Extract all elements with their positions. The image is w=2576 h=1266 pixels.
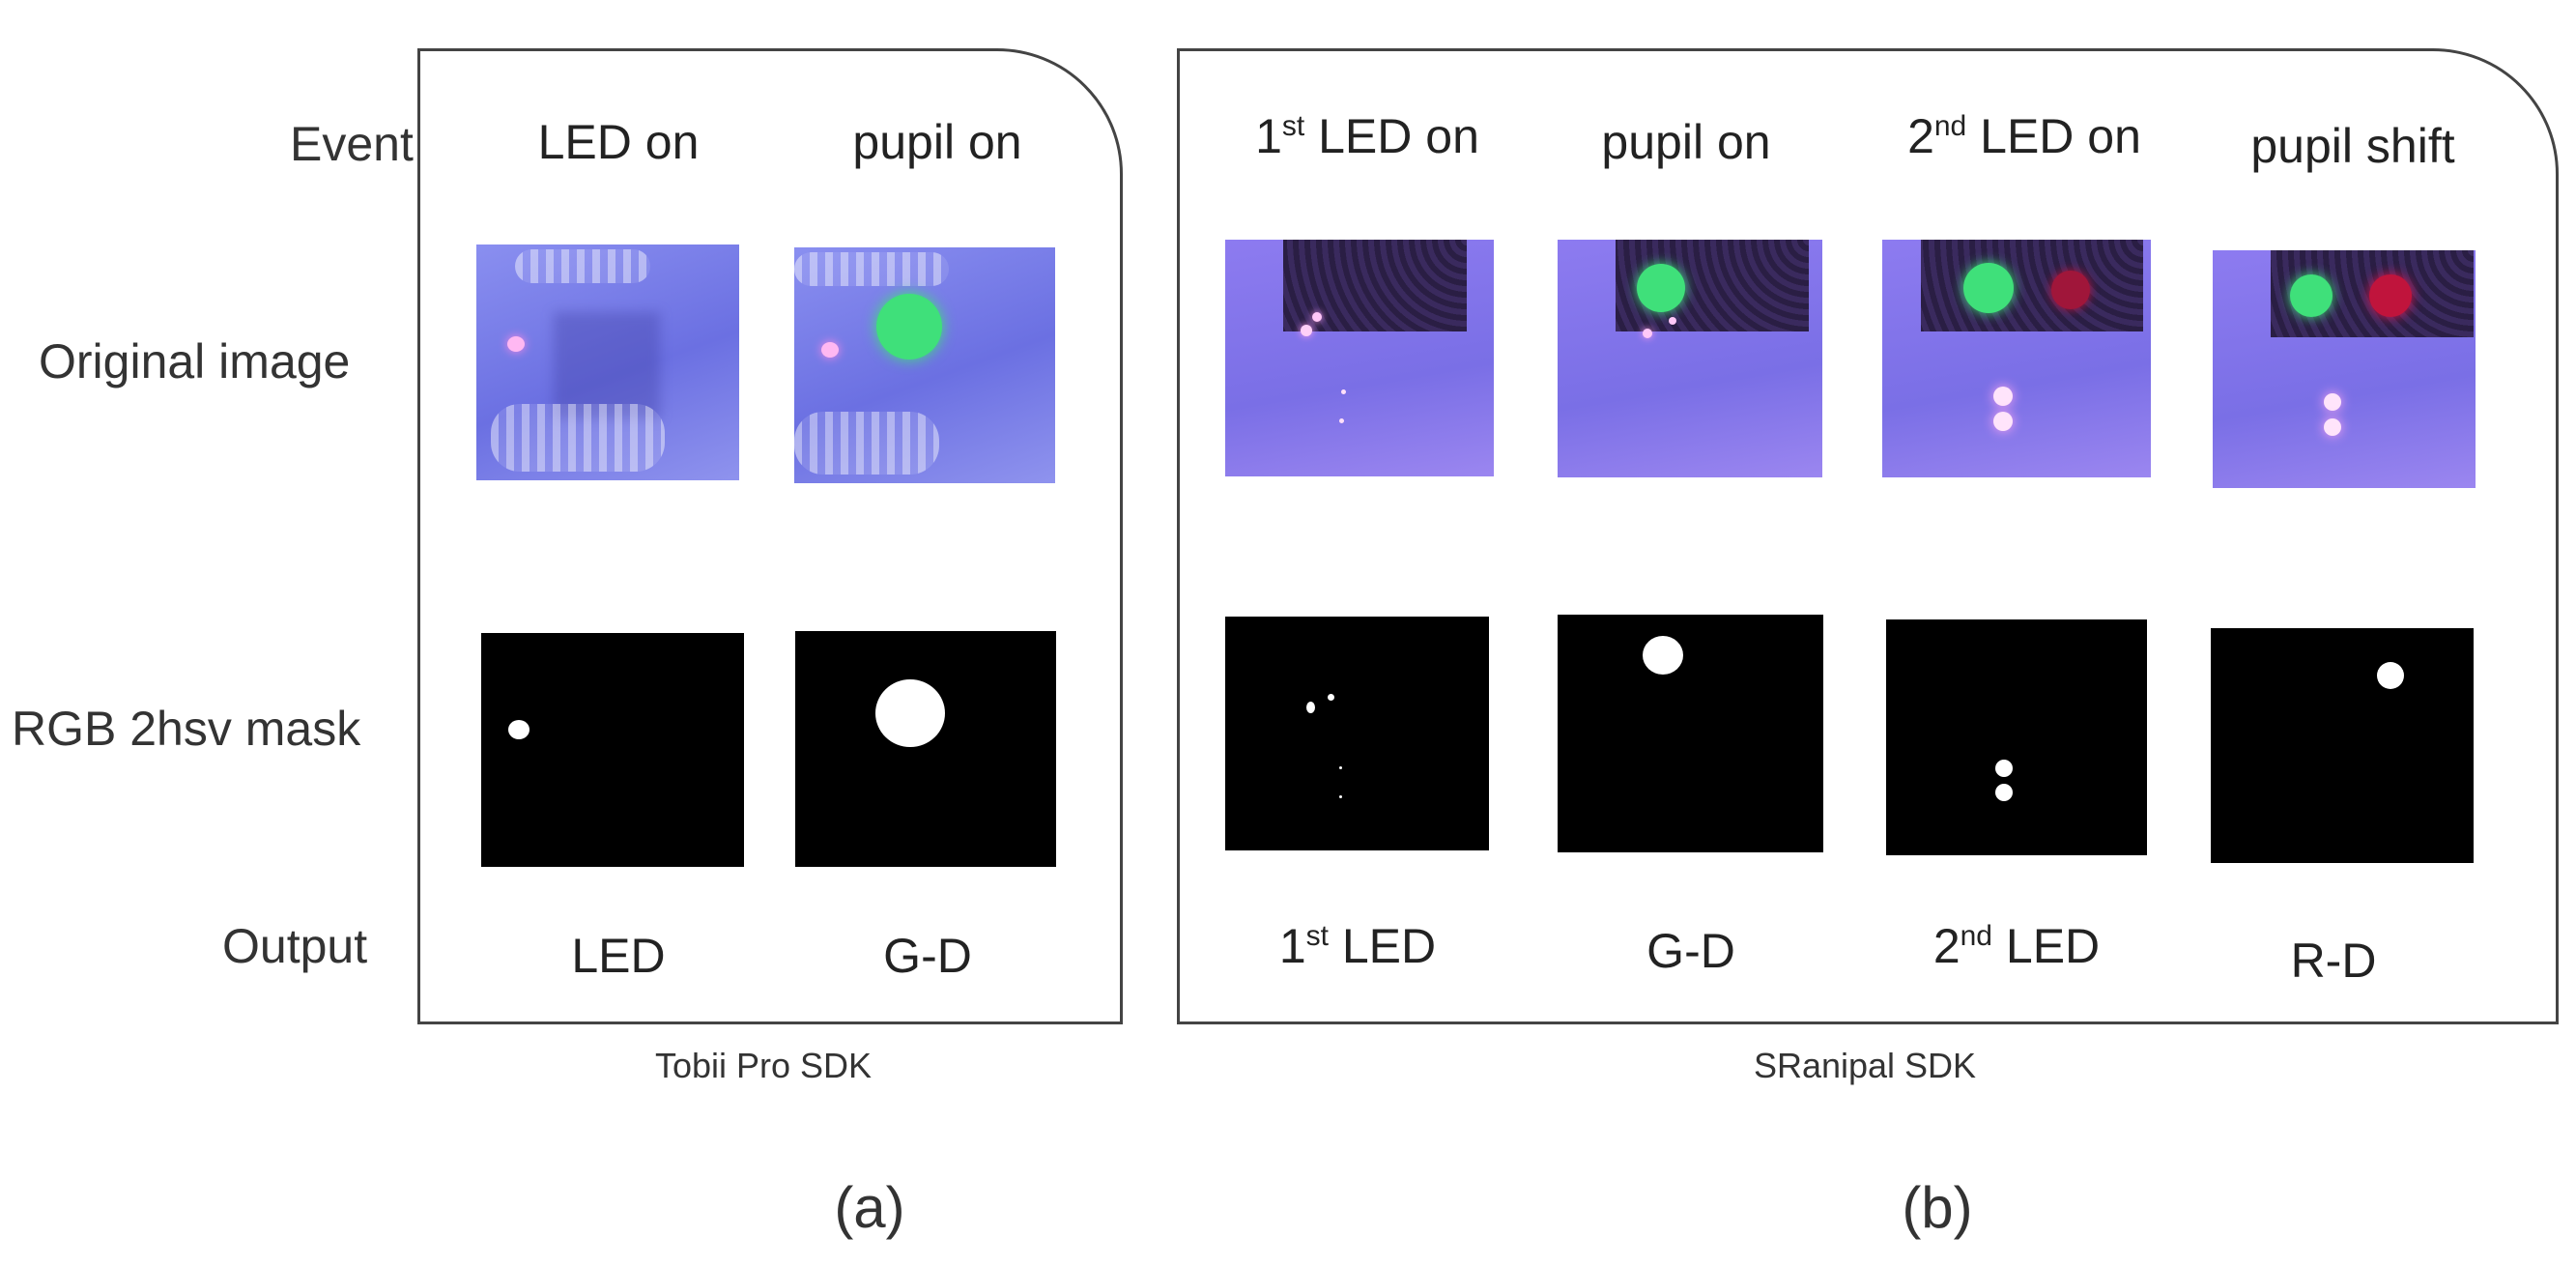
event-b-3: pupil shift (2250, 119, 2455, 173)
event-a-1: pupil on (852, 115, 1022, 169)
output-b-3: R-D (2290, 934, 2377, 988)
green-pupil (1637, 264, 1685, 312)
red-pupil (2051, 271, 2090, 309)
original-image-a-pupil (794, 247, 1055, 483)
original-image-b-pupil-shift (2213, 250, 2476, 488)
event-a-0: LED on (537, 115, 700, 169)
output-a-1: G-D (883, 929, 972, 983)
original-image-b-1st-led (1225, 240, 1494, 476)
led-dot (507, 336, 525, 352)
subfigure-label-b: (b) (1902, 1175, 1973, 1240)
original-image-a-led (476, 245, 739, 480)
original-image-b-2nd-led (1882, 240, 2151, 477)
sdk-label-a: Tobii Pro SDK (654, 1046, 873, 1085)
mask-b-pupil-on (1558, 615, 1823, 852)
green-pupil (876, 294, 942, 360)
event-b-2: 2nd LED on (1907, 109, 2141, 163)
mask-a-pupil (795, 631, 1056, 867)
row-label-mask: RGB 2hsv mask (12, 702, 361, 756)
event-b-0: 1st LED on (1255, 109, 1479, 163)
row-label-original: Original image (39, 334, 351, 388)
mask-b-pupil-shift (2211, 628, 2474, 863)
row-label-event: Event (290, 117, 414, 171)
subfigure-label-a: (a) (834, 1175, 905, 1240)
sdk-label-b: SRanipal SDK (1753, 1046, 1977, 1085)
row-label-output: Output (222, 919, 368, 973)
green-pupil (1963, 263, 2014, 313)
mask-a-led (481, 633, 744, 867)
panel-a-border (417, 48, 1123, 1024)
red-pupil (2369, 274, 2412, 317)
output-b-1: G-D (1646, 924, 1735, 978)
original-image-b-pupil-on (1558, 240, 1822, 477)
mask-b-2nd-led (1886, 619, 2147, 855)
green-pupil (2290, 274, 2333, 317)
panel-b-border (1177, 48, 2559, 1024)
mask-b-1st-led (1225, 617, 1489, 850)
output-a-0: LED (571, 929, 666, 983)
output-b-2: 2nd LED (1932, 919, 2101, 973)
led-dot (821, 342, 839, 358)
output-b-0: 1st LED (1278, 919, 1437, 973)
event-b-1: pupil on (1601, 115, 1771, 169)
